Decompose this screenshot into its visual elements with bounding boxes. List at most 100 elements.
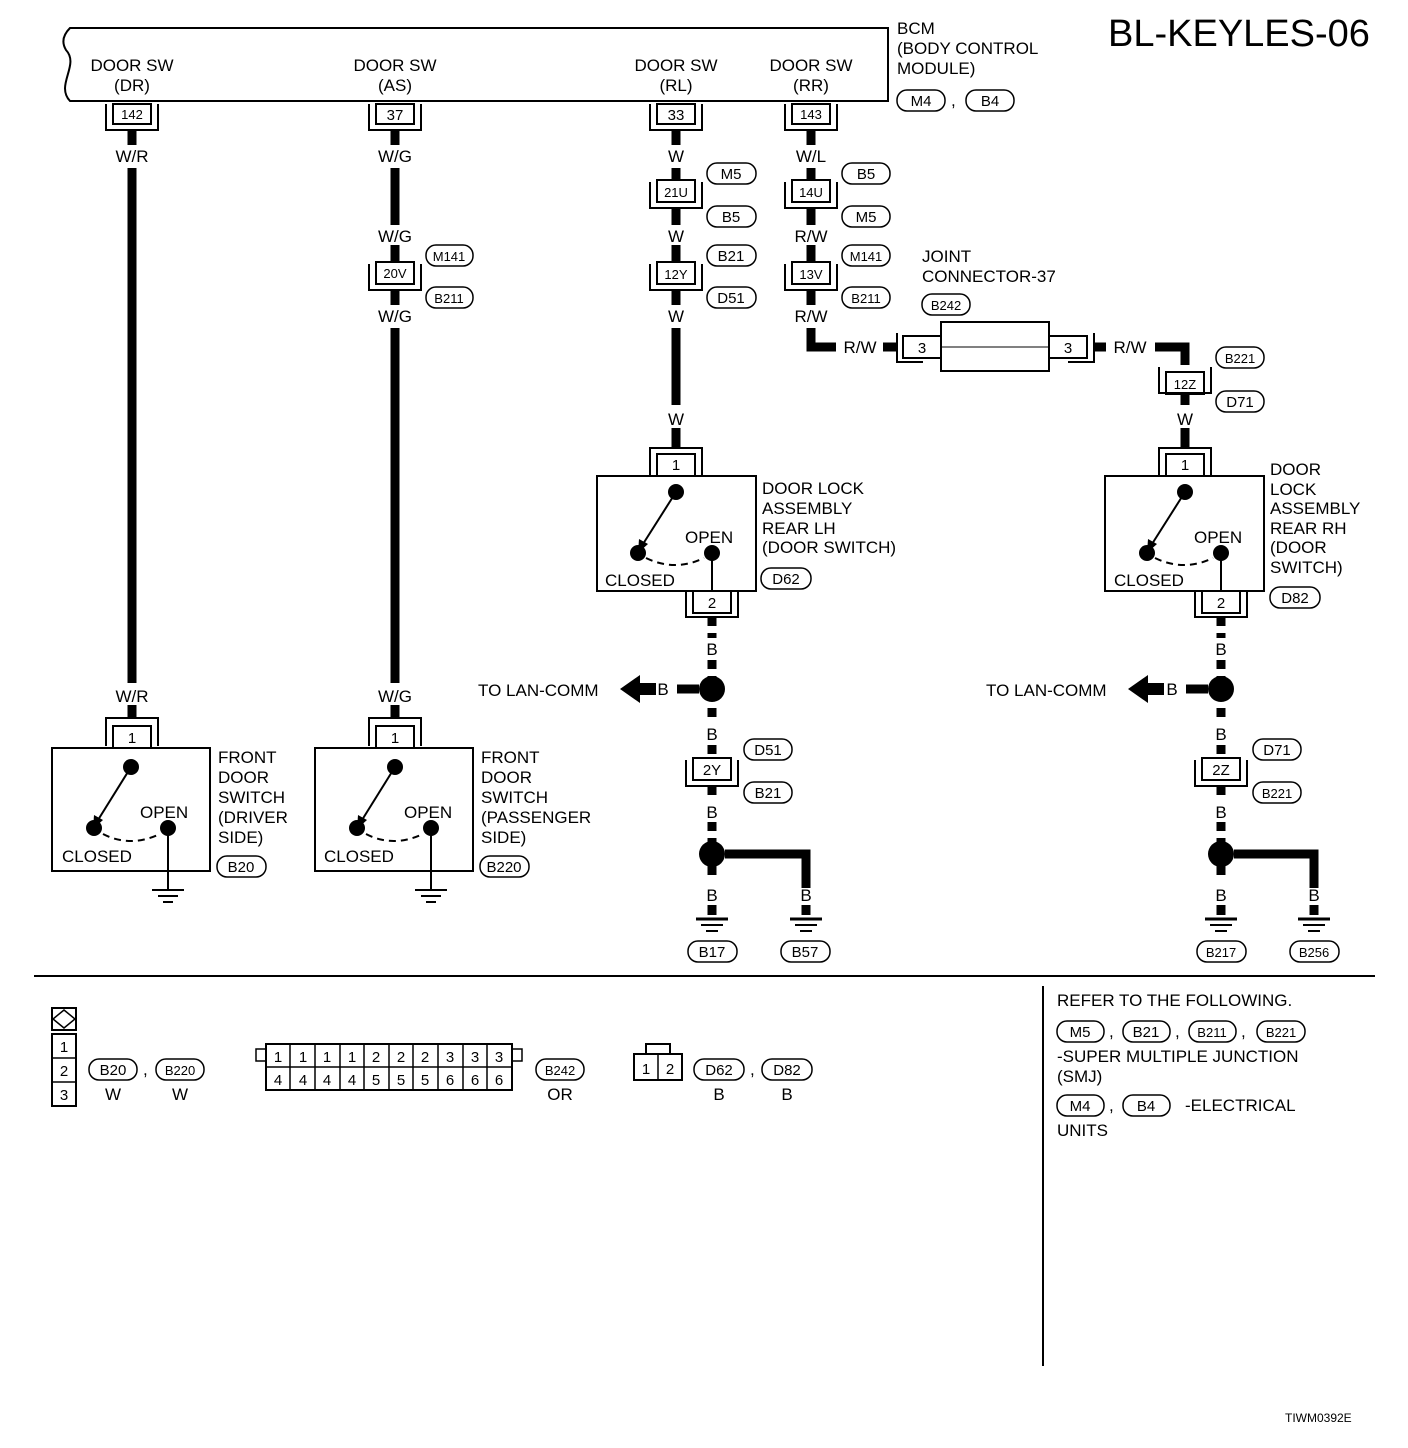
wire-color: B	[706, 803, 717, 822]
legend-joint-pin: 5	[421, 1072, 429, 1089]
wire-color: W/R	[115, 687, 148, 706]
device-connector-tag: D62	[772, 571, 800, 588]
legend-joint-pin: 2	[397, 1049, 405, 1066]
device-label: REAR RH	[1270, 519, 1347, 538]
refer-text: (SMJ)	[1057, 1067, 1102, 1086]
lan-comm-label: TO LAN-COMM	[986, 681, 1107, 700]
refer-tag: B21	[1133, 1024, 1160, 1041]
front-door-switch-passenger	[314, 717, 474, 903]
bcm-port-label: (RL)	[659, 76, 692, 95]
legend-joint-pin: 2	[372, 1049, 380, 1066]
switch-closed-label: CLOSED	[62, 847, 132, 866]
switch-open-label: OPEN	[140, 803, 188, 822]
legend-joint-pin: 6	[471, 1072, 479, 1089]
legend-joint-pin: 1	[323, 1049, 331, 1066]
inline-pin: 12Z	[1174, 377, 1196, 392]
svg-text:,: ,	[1175, 1022, 1180, 1041]
connector-tag: B21	[718, 248, 745, 265]
wire-rr	[784, 130, 1212, 448]
legend-column-connector	[51, 1007, 77, 1107]
bcm-label-2: (BODY CONTROL	[897, 39, 1038, 58]
wire-color: R/W	[843, 338, 876, 357]
wire-color: W	[668, 147, 684, 166]
connector-tag: M141	[850, 249, 883, 264]
wire-color: B	[657, 680, 668, 699]
ground-tag: B217	[1206, 945, 1236, 960]
svg-text:,: ,	[951, 91, 956, 110]
refer-tag: B4	[1137, 1098, 1155, 1115]
door-lock-rear-rh	[1104, 447, 1265, 618]
front-door-switch-driver	[51, 717, 211, 903]
switch-closed-label: CLOSED	[324, 847, 394, 866]
bcm-port-label: DOOR SW	[634, 56, 717, 75]
wire-color: B	[706, 640, 717, 659]
connector-tag: M141	[433, 249, 466, 264]
wire-color: B	[1215, 803, 1226, 822]
legend-joint-pin: 2	[421, 1049, 429, 1066]
connector-tag: B211	[434, 291, 463, 306]
bcm-port-label: DOOR SW	[769, 56, 852, 75]
bcm-label-1: BCM	[897, 19, 935, 38]
device-label: SWITCH)	[1270, 558, 1343, 577]
connector-tag: D51	[717, 290, 745, 307]
legend-pin: 1	[642, 1061, 650, 1078]
legend-joint-connector	[255, 1043, 523, 1091]
joint-label: CONNECTOR-37	[922, 267, 1056, 286]
connector-tag: B221	[1262, 786, 1292, 801]
switch-open-label: OPEN	[685, 528, 733, 547]
wire-color: W	[1177, 410, 1193, 429]
ground-tag: B17	[699, 944, 726, 961]
joint-connector-37	[896, 321, 1095, 372]
legend-connector-color: OR	[547, 1085, 573, 1104]
refer-tag: B211	[1197, 1025, 1226, 1040]
wire-color: W/G	[378, 227, 412, 246]
legend-two-pin-connector	[633, 1043, 683, 1081]
refer-heading: REFER TO THE FOLLOWING.	[1057, 991, 1292, 1010]
device-label: FRONT	[218, 748, 277, 767]
svg-text:,: ,	[1241, 1022, 1246, 1041]
switch-pin: 1	[128, 730, 136, 747]
wire-color: W	[668, 410, 684, 429]
connector-tag: B221	[1225, 351, 1255, 366]
refer-text: -ELECTRICAL	[1185, 1096, 1296, 1115]
diagram-title: BL-KEYLES-06	[1108, 13, 1370, 55]
connector-tag: B5	[857, 166, 875, 183]
legend-joint-pin: 1	[348, 1049, 356, 1066]
legend-connector-color: B	[781, 1085, 792, 1104]
switch-pin: 1	[1181, 457, 1189, 474]
refer-tag: B221	[1266, 1025, 1296, 1040]
device-label: ASSEMBLY	[762, 499, 852, 518]
legend-joint-pin: 3	[495, 1049, 503, 1066]
bcm-connector-tag: B4	[981, 93, 999, 110]
switch-closed-label: CLOSED	[1114, 571, 1184, 590]
legend-joint-pin: 4	[274, 1072, 282, 1089]
svg-text:,: ,	[1109, 1022, 1114, 1041]
device-label: SWITCH	[481, 788, 548, 807]
legend-pin: 3	[60, 1087, 68, 1104]
ground-path-rh	[1128, 617, 1330, 932]
bcm-port-label: (DR)	[114, 76, 150, 95]
wire-color: B	[706, 725, 717, 744]
inline-pin: 2Y	[703, 762, 721, 779]
wire-color: W/G	[378, 307, 412, 326]
device-label: DOOR	[1270, 460, 1321, 479]
legend-joint-pin: 6	[495, 1072, 503, 1089]
bcm-pin: 143	[800, 107, 822, 122]
legend-joint-pin: 4	[323, 1072, 331, 1089]
inline-pin: 14U	[799, 185, 823, 200]
refer-text: -SUPER MULTIPLE JUNCTION	[1057, 1047, 1299, 1066]
legend-joint-pins: 1 1 1 1 2 2 2 3 3 3 4 4 4 4 5 5 5 6 6 6	[274, 1049, 503, 1089]
joint-pin: 3	[918, 340, 926, 357]
legend-joint-pin: 3	[446, 1049, 454, 1066]
device-label: SWITCH	[218, 788, 285, 807]
ground-tag: B256	[1299, 945, 1329, 960]
legend-joint-pin: 1	[299, 1049, 307, 1066]
bcm-port-label: DOOR SW	[353, 56, 436, 75]
wire-color: W/R	[115, 147, 148, 166]
switch-open-label: OPEN	[1194, 528, 1242, 547]
legend-connector-tag: B242	[545, 1063, 575, 1078]
svg-text:,: ,	[1109, 1096, 1114, 1115]
wire-color: R/W	[794, 227, 827, 246]
device-label: ASSEMBLY	[1270, 499, 1360, 518]
